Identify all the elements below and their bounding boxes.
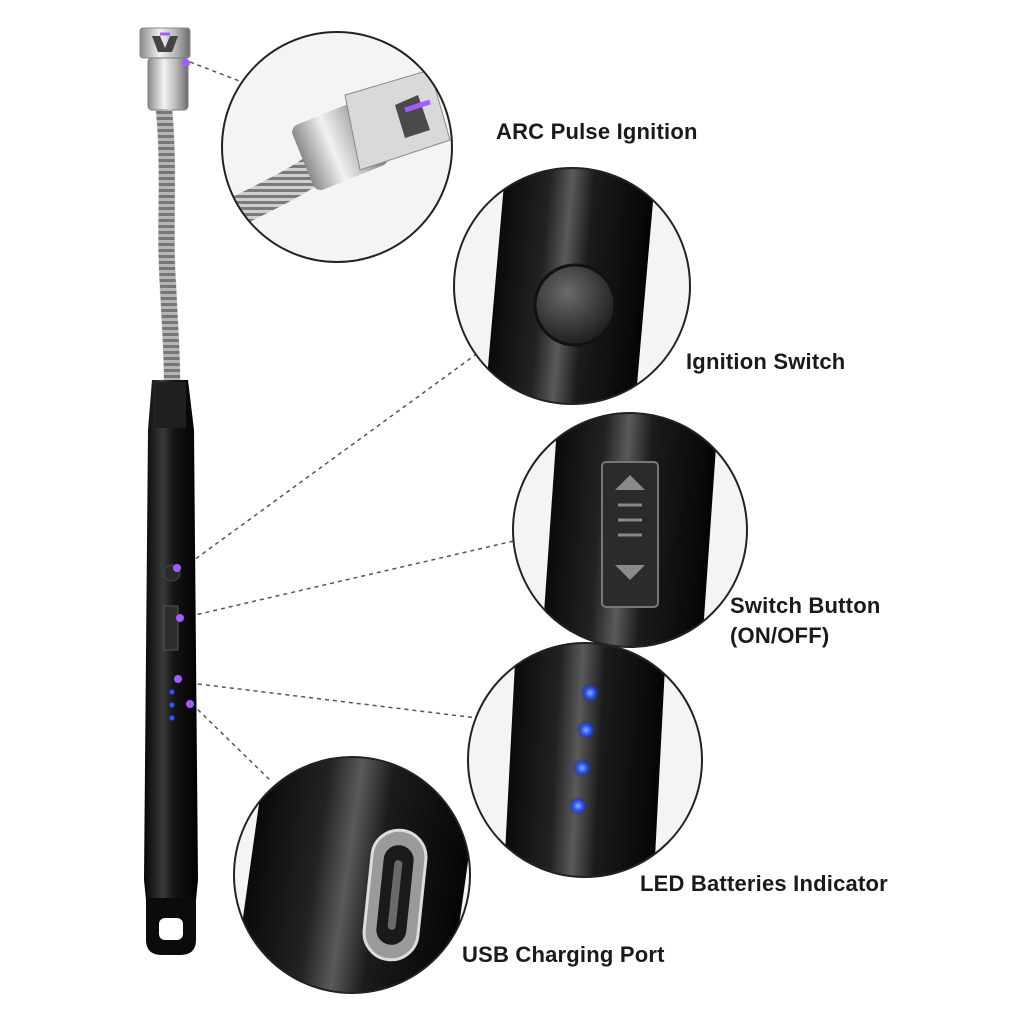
ignition-button-detail xyxy=(453,167,691,405)
ignition-switch-label: Ignition Switch xyxy=(686,349,846,374)
switch-button-sublabel: (ON/OFF) xyxy=(730,623,830,648)
leader-lines xyxy=(181,61,519,783)
arc-pulse-ignition-label: ARC Pulse Ignition xyxy=(496,119,698,144)
usb-charging-port-label: USB Charging Port xyxy=(462,942,665,967)
led-batteries-indicator-label: LED Batteries Indicator xyxy=(640,871,888,896)
usb-c-port-detail xyxy=(233,756,471,994)
lighter-product xyxy=(139,27,198,955)
slide-switch-detail xyxy=(512,412,748,648)
led-indicator-detail xyxy=(467,642,703,878)
switch-button-label: Switch Button xyxy=(730,593,881,618)
arc-tip-detail xyxy=(221,31,453,263)
